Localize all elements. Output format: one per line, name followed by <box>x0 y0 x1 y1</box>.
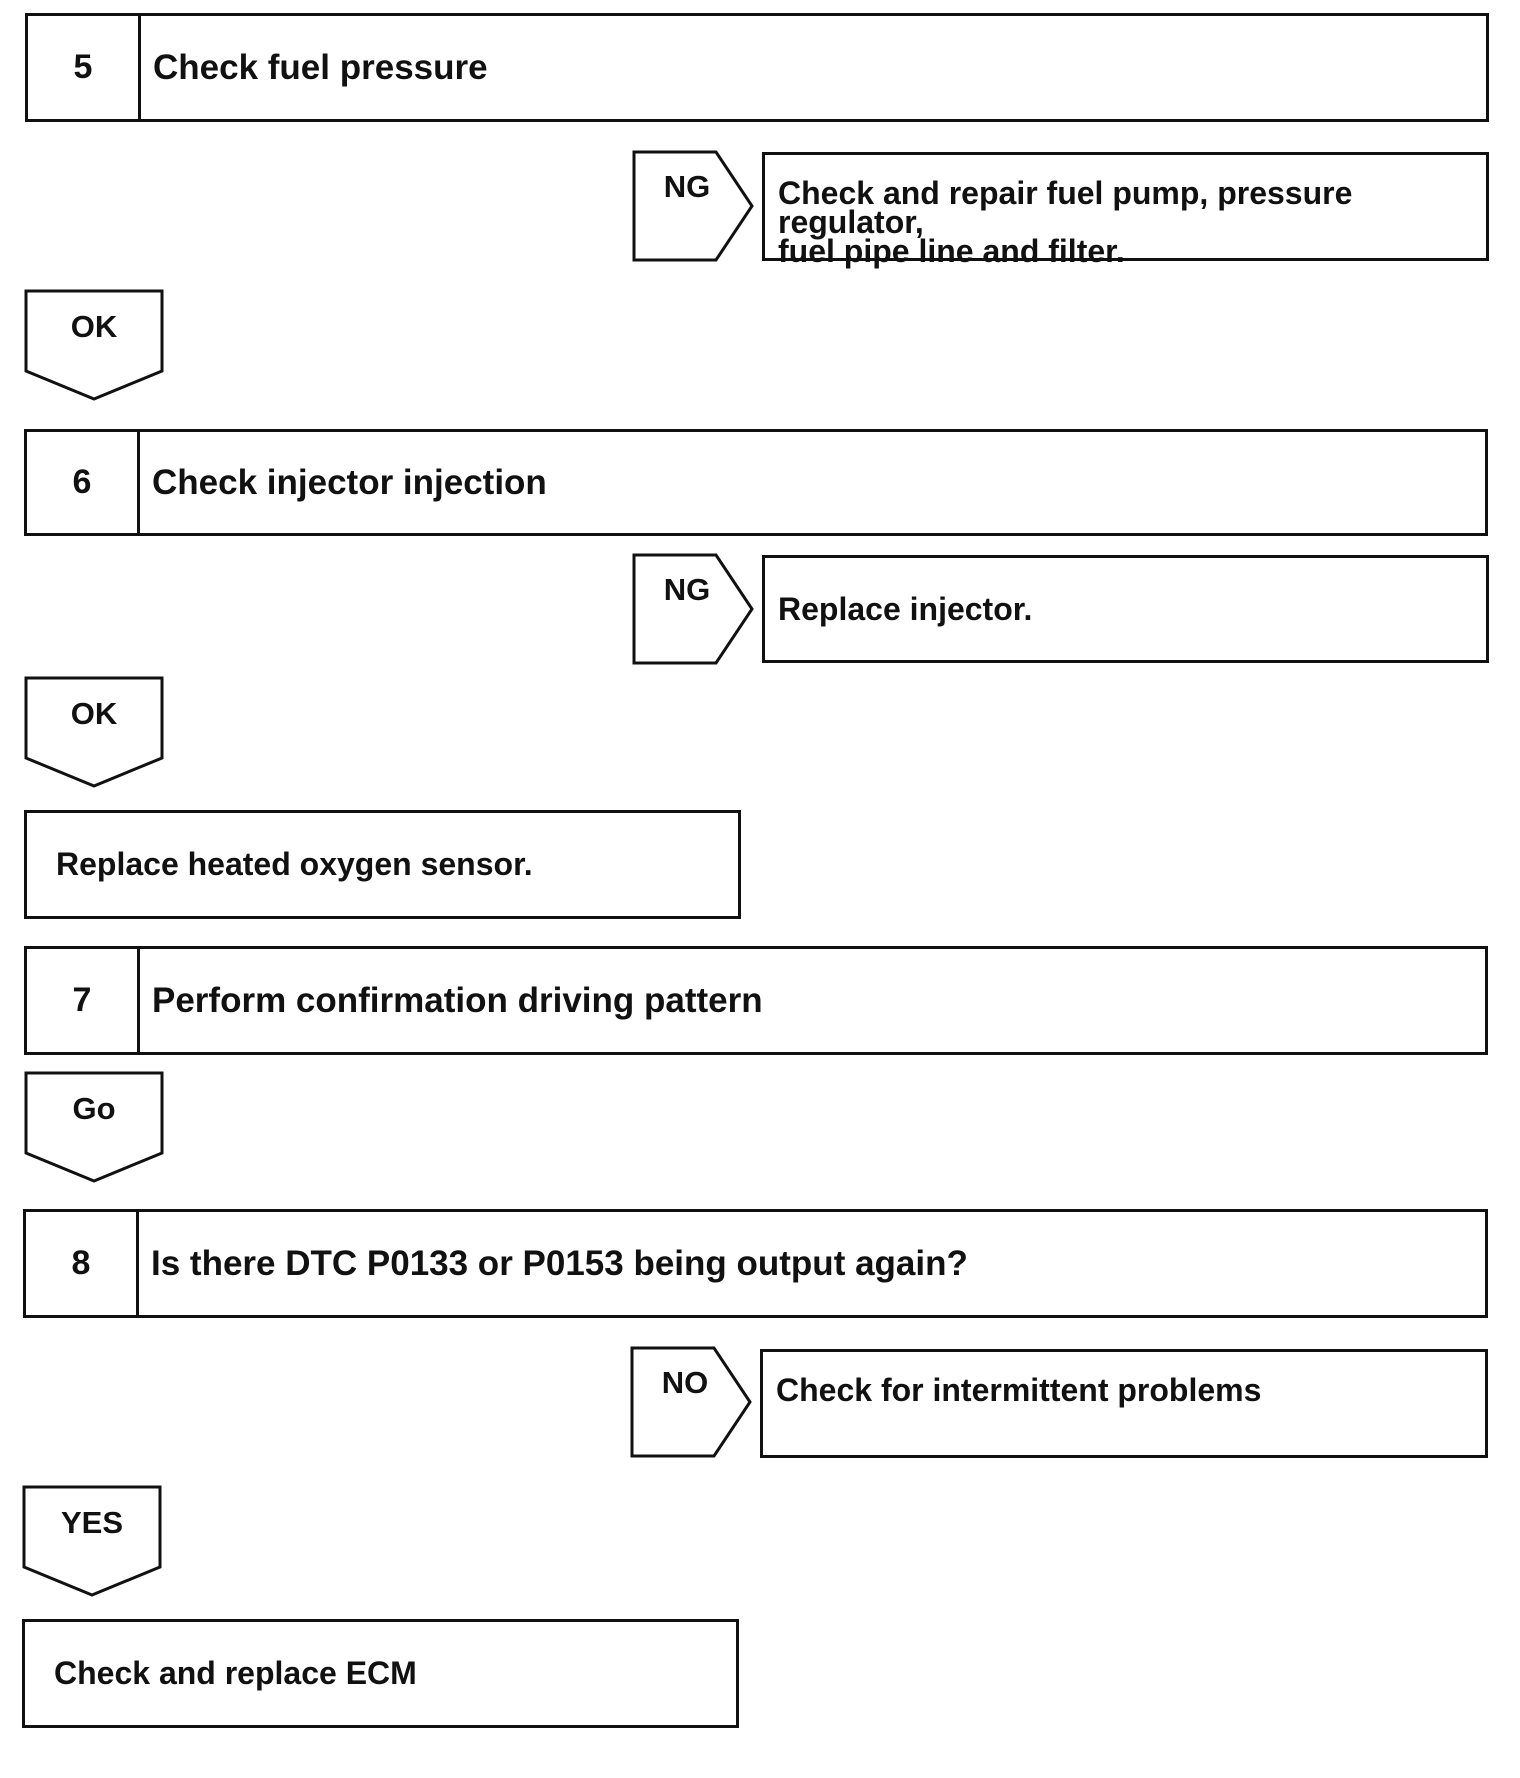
step-number: 5 <box>28 16 141 119</box>
right-arrow-badge-shape <box>630 1346 752 1458</box>
step-6-ng-result-box: Replace injector. <box>762 555 1489 663</box>
down-arrow-badge-shape <box>24 676 164 788</box>
go-flow-badge: Go <box>24 1071 164 1183</box>
badge-label: OK <box>70 696 118 731</box>
badge-label: NO <box>661 1365 709 1400</box>
action-box-replace-sensor: Replace heated oxygen sensor. <box>24 810 741 919</box>
badge-label: OK <box>70 309 118 344</box>
result-text-line-1: Check and repair fuel pump, pressure reg… <box>778 175 1353 240</box>
step-5-box: 5 Check fuel pressure <box>25 13 1489 122</box>
result-text: Check for intermittent problems <box>776 1372 1262 1408</box>
right-arrow-badge-shape <box>632 553 754 665</box>
badge-label: Go <box>72 1091 116 1126</box>
result-text-line-2: fuel pipe line and filter. <box>778 233 1125 269</box>
badge-label: YES <box>60 1505 124 1540</box>
no-branch-badge: NO <box>630 1346 752 1458</box>
step-number: 8 <box>26 1212 139 1315</box>
step-6-box: 6 Check injector injection <box>24 429 1488 536</box>
step-5-ng-result-box: Check and repair fuel pump, pressure reg… <box>762 152 1489 267</box>
ok-flow-badge: OK <box>24 676 164 788</box>
action-box-replace-ecm: Check and replace ECM <box>22 1619 739 1728</box>
down-arrow-badge-shape <box>22 1485 162 1597</box>
ng-branch-badge: NG <box>632 553 754 665</box>
right-arrow-badge-shape <box>632 150 754 262</box>
step-7-box: 7 Perform confirmation driving pattern <box>24 946 1488 1055</box>
action-text: Replace heated oxygen sensor. <box>56 846 533 882</box>
action-text: Check and replace ECM <box>54 1655 417 1691</box>
step-title: Is there DTC P0133 or P0153 being output… <box>151 1243 968 1283</box>
ng-branch-badge: NG <box>632 150 754 262</box>
step-8-box: 8 Is there DTC P0133 or P0153 being outp… <box>23 1209 1488 1318</box>
step-title: Check fuel pressure <box>153 47 488 87</box>
ok-flow-badge: OK <box>24 289 164 401</box>
result-text: Replace injector. <box>778 590 1033 627</box>
step-number: 6 <box>27 432 140 533</box>
step-8-no-result-box: Check for intermittent problems <box>760 1349 1488 1458</box>
badge-label: NG <box>663 572 711 607</box>
step-number: 7 <box>27 949 140 1052</box>
down-arrow-badge-shape <box>24 1071 164 1183</box>
step-title: Perform confirmation driving pattern <box>152 980 763 1020</box>
yes-flow-badge: YES <box>22 1485 162 1597</box>
step-title: Check injector injection <box>152 462 547 502</box>
down-arrow-badge-shape <box>24 289 164 401</box>
badge-label: NG <box>663 169 711 204</box>
